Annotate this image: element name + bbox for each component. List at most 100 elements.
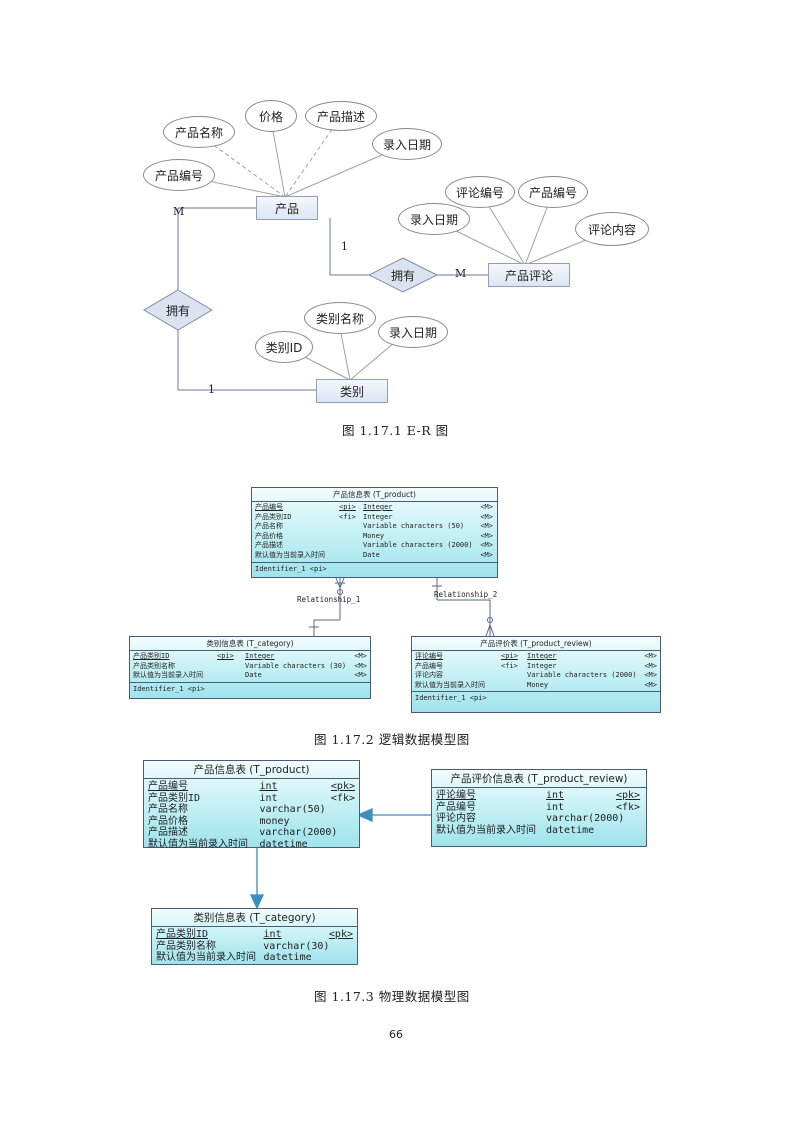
- entity-label: 类别: [339, 384, 364, 399]
- attr-ellipse: 产品名称: [163, 116, 235, 148]
- table-cell: [339, 541, 363, 551]
- cardinality-label: M: [455, 267, 467, 280]
- table-cell: Variable characters (50): [363, 522, 465, 531]
- table-cell: 产品描述: [255, 541, 283, 550]
- attr-label: 产品编号: [154, 168, 203, 183]
- relationship-label: Relationship_1: [297, 595, 361, 604]
- table-title: 产品信息表 (T_product): [252, 488, 497, 502]
- table-cell: [616, 813, 640, 825]
- table-row: 产品编号<pi>Integer<M>: [255, 503, 494, 513]
- table-cell: int: [259, 792, 278, 804]
- attr-label: 类别ID: [265, 340, 303, 355]
- crow-foot: [335, 577, 341, 589]
- crow-foot: [489, 624, 495, 637]
- connector-line: [329, 218, 372, 276]
- crow-foot: [339, 577, 345, 589]
- relationship-diamond: [143, 289, 213, 331]
- attr-label: 评论编号: [455, 185, 504, 200]
- relationship-label: 拥有: [390, 268, 415, 283]
- table-cell: <M>: [354, 652, 367, 660]
- attr-label: 产品描述: [316, 109, 365, 124]
- table-cell: varchar(2000): [259, 827, 338, 838]
- table-cell: [329, 816, 355, 828]
- table-cell: money: [259, 815, 290, 827]
- entity-product: 产品: [256, 196, 318, 220]
- table-cell: [217, 662, 245, 672]
- table-cell: varchar(30): [263, 940, 330, 952]
- table-cell: 产品编号: [415, 661, 443, 670]
- table-cell: 评论内容: [436, 813, 476, 824]
- page-number: 66: [389, 1028, 403, 1041]
- table-row: 产品类别ID<fi>Integer<M>: [255, 513, 494, 523]
- table-cell: [616, 825, 640, 837]
- attr-label: 录入日期: [388, 325, 437, 340]
- table-cell: 评论编号: [415, 652, 443, 660]
- attr-label: 录入日期: [409, 212, 458, 227]
- table-cell: 默认值为当前录入时间: [148, 838, 248, 850]
- attr-ellipse: 产品编号: [143, 159, 215, 191]
- table-cell: 产品编号: [436, 801, 476, 813]
- table-cell: <pi>: [501, 652, 518, 660]
- attr-ellipse: 录入日期: [378, 316, 448, 348]
- table-row: 产品类别ID<pi>Integer<M>: [133, 652, 367, 662]
- table-cell: Integer: [363, 503, 393, 511]
- table-cell: Money: [363, 531, 385, 540]
- table-title: 类别信息表 (T_category): [130, 637, 370, 651]
- table-cell: <M>: [480, 531, 493, 540]
- table-cell: datetime: [546, 824, 595, 836]
- table-cell: [339, 532, 363, 542]
- table-body: 评论编号<pi>Integer<M>产品编号<fi>Integer<M>评论内容…: [412, 651, 660, 691]
- table-cell: 产品名称: [255, 522, 283, 531]
- table-cell: [327, 952, 353, 964]
- table-identifier: Identifier_1 <pi>: [252, 561, 497, 575]
- entity-review: 产品评论: [488, 263, 570, 287]
- table-cell: Date: [245, 671, 262, 680]
- table-cell: 产品类别ID: [156, 929, 209, 940]
- table-cell: [329, 827, 355, 839]
- table-cell: <M>: [480, 512, 493, 521]
- table-cell: <pk>: [330, 781, 355, 792]
- table-cell: Variable characters (2000): [527, 671, 637, 680]
- table-cell: <M>: [354, 661, 367, 670]
- table-cell: <fk>: [616, 801, 641, 813]
- table-row: 产品名称 Variable characters (50) <M>: [255, 522, 494, 532]
- relationship-label: Relationship_2: [434, 590, 498, 599]
- table-cell: Integer: [245, 652, 275, 660]
- entity-category: 类别: [316, 379, 388, 403]
- attr-label: 产品名称: [174, 125, 223, 140]
- table-cell: int: [546, 790, 565, 801]
- attr-ellipse: 评论内容: [575, 212, 649, 246]
- table-row: 评论编号<pi>Integer<M>: [415, 652, 657, 662]
- table-row: 产品编号<fi>Integer<M>: [415, 662, 657, 672]
- reference-arrow: [356, 808, 373, 822]
- logical-table-review: 产品评价表 (T_product_review) 评论编号<pi>Integer…: [411, 636, 661, 713]
- table-cell: int: [546, 801, 565, 813]
- table-title: 类别信息表 (T_category): [152, 909, 357, 927]
- table-cell: 默认值为当前录入时间: [436, 824, 536, 836]
- cardinality-label: 1: [208, 383, 215, 396]
- table-cell: 默认值为当前录入时间: [156, 952, 256, 963]
- attr-ellipse: 评论编号: [445, 176, 515, 208]
- table-cell: [217, 671, 245, 681]
- table-cell: <M>: [354, 671, 367, 680]
- table-cell: 产品类别ID: [148, 792, 201, 804]
- cardinality-label: 1: [341, 240, 348, 253]
- table-cell: <pi>: [339, 503, 356, 511]
- table-cell: 评论编号: [436, 790, 476, 801]
- attr-label: 类别名称: [315, 311, 364, 326]
- table-cell: <M>: [480, 522, 493, 531]
- entity-label: 产品评论: [504, 268, 553, 283]
- attr-ellipse: 录入日期: [372, 128, 442, 160]
